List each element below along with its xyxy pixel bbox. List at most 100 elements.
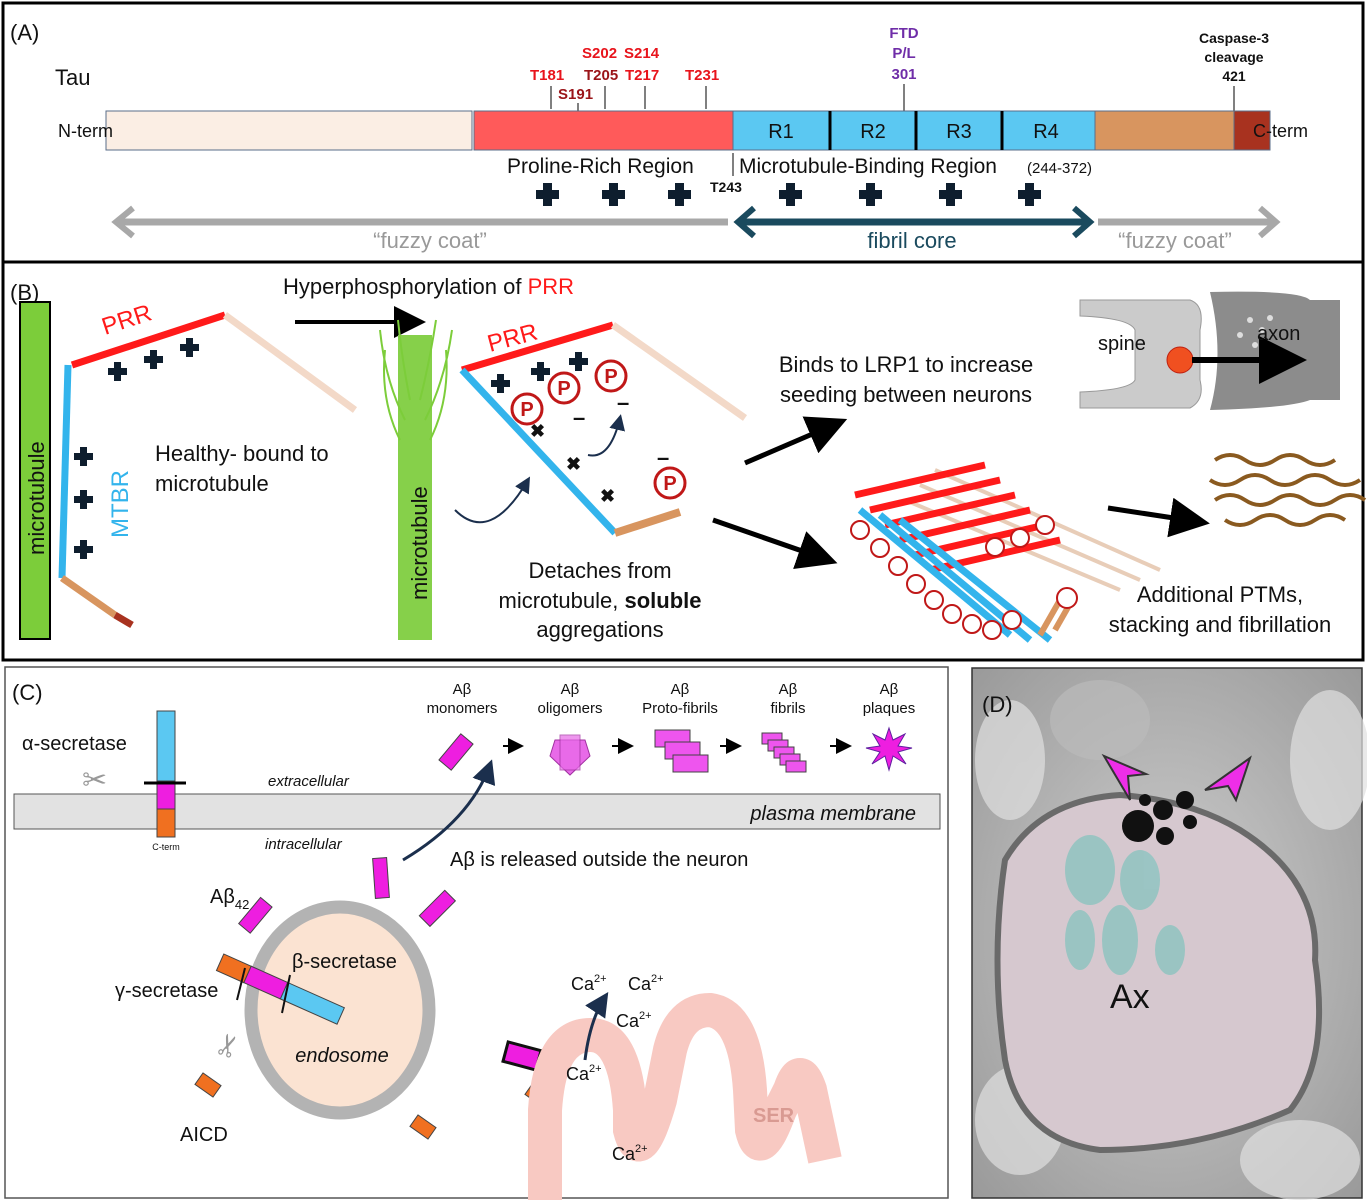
caspase-line1: Caspase-3	[1199, 30, 1269, 46]
panel-d: (D) Ax	[971, 667, 1367, 1200]
gamma-secretase-label: γ-secretase	[115, 980, 218, 1002]
abeta42-label: Aβ42	[210, 886, 249, 912]
svg-text:monomers: monomers	[427, 700, 498, 717]
svg-text:–: –	[657, 445, 669, 470]
svg-text:P: P	[604, 366, 617, 388]
prr-label: Proline-Rich Region	[507, 155, 694, 178]
axon-label: axon	[1257, 323, 1300, 345]
svg-text:Ca2+: Ca2+	[616, 1010, 652, 1031]
beta-secretase-label: β-secretase	[292, 951, 397, 973]
synapse-illustration	[1079, 291, 1340, 410]
caspase-line2: cleavage	[1204, 49, 1263, 65]
n-term-segment	[222, 312, 358, 413]
site-s202: S202	[582, 45, 617, 62]
binds-line1: Binds to LRP1 to increase	[779, 352, 1033, 377]
svg-text:Aβ: Aβ	[779, 681, 798, 698]
ftd-line3: 301	[891, 66, 916, 83]
extracellular-label: extracellular	[268, 773, 350, 790]
mtbr-range: (244-372)	[1027, 160, 1092, 177]
site-t181: T181	[530, 67, 564, 84]
svg-text:Ca2+: Ca2+	[612, 1143, 648, 1164]
svg-text:Ca2+: Ca2+	[628, 973, 664, 994]
ftd-line1: FTD	[889, 25, 918, 42]
ptms-line2: stacking and fibrillation	[1109, 612, 1332, 637]
detaches-line3: aggregations	[536, 617, 663, 642]
n-term-label: N-term	[58, 121, 113, 141]
ftd-line2: P/L	[892, 45, 915, 62]
positive-charge-icons	[536, 183, 1041, 206]
plus-icon	[536, 183, 559, 206]
healthy-line2: microtubule	[155, 471, 269, 496]
repeat-r2: R2	[860, 121, 886, 143]
spine-label: spine	[1098, 333, 1146, 355]
ptms-line1: Additional PTMs,	[1137, 582, 1303, 607]
detaches-line1: Detaches from	[528, 558, 671, 583]
arrowhead-icon	[1101, 753, 1150, 801]
panel-b-label: (B)	[10, 280, 39, 305]
plus-icon	[939, 183, 962, 206]
microtubule-binding-domain	[732, 110, 1096, 151]
plus-icon	[859, 183, 882, 206]
svg-text:✖: ✖	[530, 421, 545, 441]
healthy-line1: Healthy- bound to	[155, 441, 329, 466]
svg-text:P: P	[663, 473, 676, 495]
svg-text:P: P	[520, 399, 533, 421]
immunogold-particles	[1122, 791, 1197, 845]
alpha-secretase-label: α-secretase	[22, 733, 127, 755]
aicd-label: AICD	[180, 1124, 228, 1146]
intracellular-label: intracellular	[265, 836, 343, 853]
panel-c: (C) plasma membrane extracellular intrac…	[4, 666, 949, 1200]
fibril-core-label: fibril core	[867, 228, 956, 253]
stacked-tau-aggregate	[850, 461, 1161, 643]
site-s191: S191	[558, 86, 593, 103]
prr-segment	[70, 311, 227, 369]
site-s214: S214	[624, 45, 660, 62]
svg-text:Ca2+: Ca2+	[566, 1063, 602, 1084]
n-term-domain	[105, 110, 473, 151]
fibril-core-arrow	[733, 205, 1095, 239]
fibril-illustration	[1208, 453, 1367, 527]
detaches-line2: microtubule, soluble	[499, 588, 702, 613]
svg-text:✖: ✖	[566, 454, 581, 474]
repeat-r1: R1	[768, 121, 794, 143]
t243-label: T243	[710, 179, 742, 195]
calcium-labels: Ca2+ Ca2+ Ca2+ Ca2+ Ca2+	[566, 973, 664, 1164]
svg-text:✖: ✖	[600, 486, 615, 506]
panel-b: (B) microtubule PRR MTBR Healthy- bound …	[1, 260, 1367, 662]
svg-text:oligomers: oligomers	[537, 700, 602, 717]
site-ticks	[550, 84, 1235, 176]
panel-c-label: (C)	[12, 680, 43, 705]
svg-text:P: P	[557, 378, 570, 400]
released-label: Aβ is released outside the neuron	[450, 849, 748, 871]
axon-label-ax: Ax	[1110, 978, 1150, 1016]
fuzzy-coat-arrow-left	[111, 205, 728, 239]
svg-text:Ca2+: Ca2+	[571, 973, 607, 994]
mtbr-label: Microtubule-Binding Region	[739, 155, 997, 178]
arrowhead-icon	[1204, 755, 1252, 803]
panel-a-label: (A)	[10, 20, 39, 45]
svg-text:Aβ: Aβ	[671, 681, 690, 698]
svg-text:–: –	[573, 405, 585, 430]
ser-label: SER	[753, 1105, 795, 1127]
mtbr-label-healthy: MTBR	[107, 470, 134, 538]
fuzzy-coat-right-label: “fuzzy coat”	[1118, 228, 1232, 253]
plus-icon	[779, 183, 802, 206]
fuzzy-coat-left-label: “fuzzy coat”	[373, 228, 487, 253]
c-term-segment	[59, 575, 118, 618]
plus-icon	[668, 183, 691, 206]
site-t231: T231	[685, 67, 719, 84]
microtubule-rod	[19, 301, 51, 640]
site-t205: T205	[584, 67, 618, 84]
c-term-label: C-term	[1253, 121, 1308, 141]
repeat-r4: R4	[1033, 121, 1059, 143]
mtbr-segment	[58, 364, 72, 579]
microtubule-label-2: microtubule	[407, 486, 432, 600]
repeat-r3: R3	[946, 121, 972, 143]
c-tail-domain	[1094, 110, 1235, 151]
svg-text:Aβ: Aβ	[561, 681, 580, 698]
binds-line2: seeding between neurons	[780, 382, 1032, 407]
plus-icon	[1018, 183, 1041, 206]
scissors-icon: ✂	[82, 764, 107, 797]
plus-icon	[602, 183, 625, 206]
